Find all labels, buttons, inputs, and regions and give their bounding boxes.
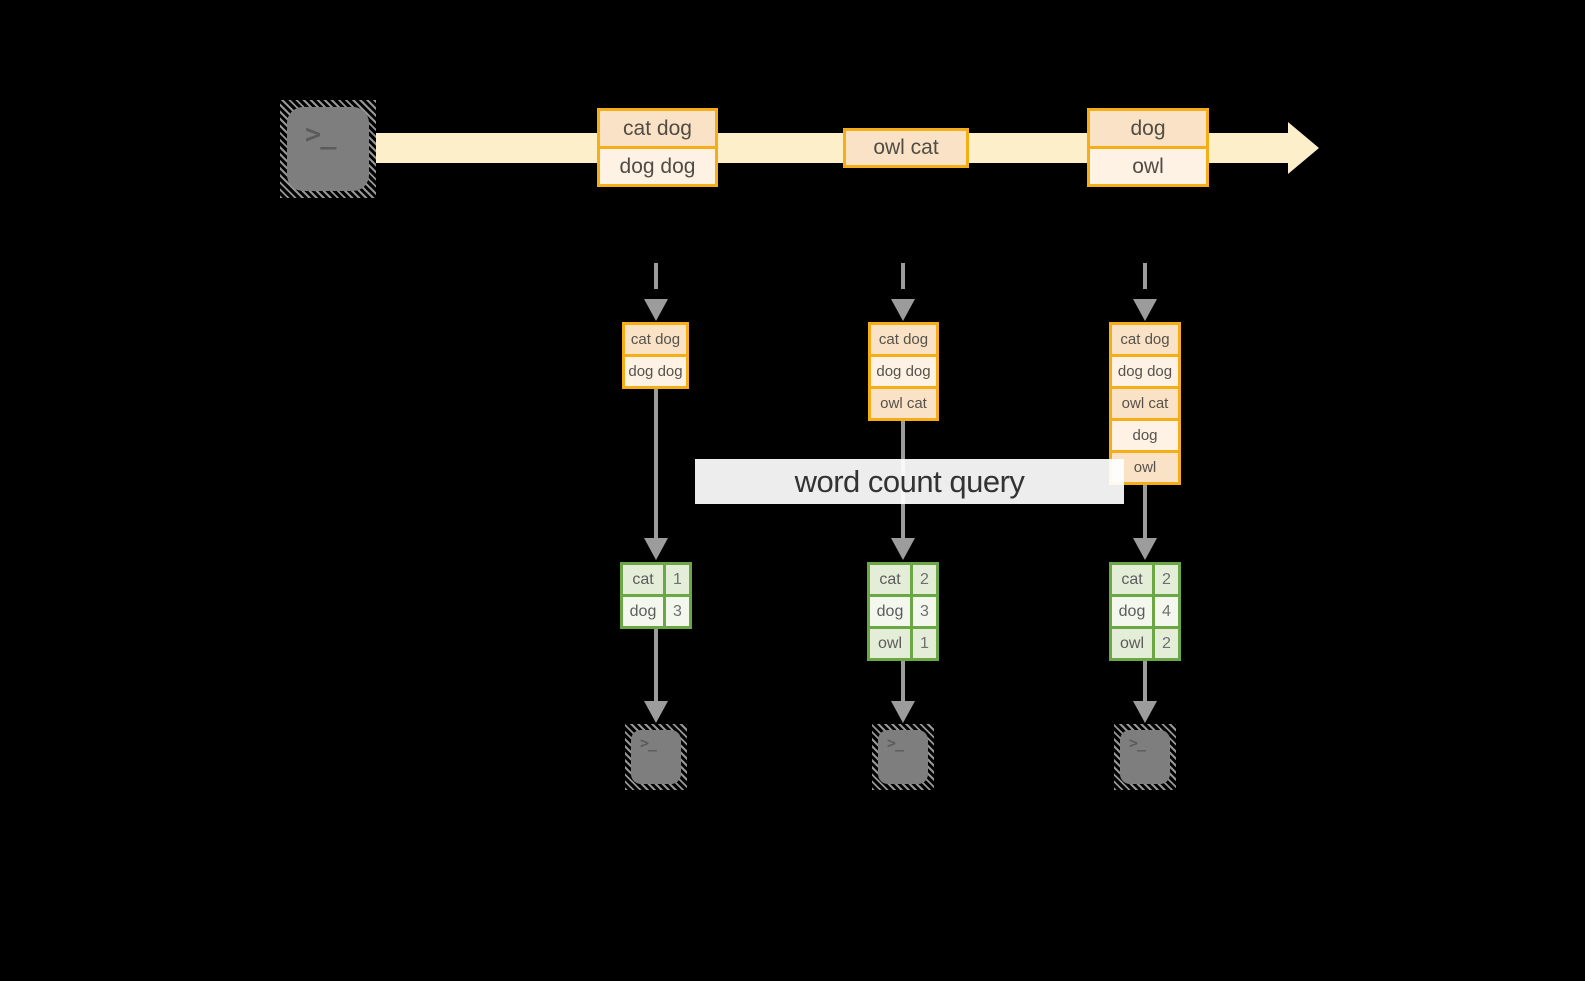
table-word-cell: owl — [870, 629, 910, 658]
table-word-cell: cat — [623, 565, 663, 594]
dashed-arrow-head — [891, 299, 915, 321]
batch-line: owl — [1090, 149, 1206, 184]
stack-line: dog — [1112, 421, 1178, 450]
terminal-icon: >_ — [625, 724, 687, 790]
table-count-cell: 2 — [913, 565, 936, 594]
flow-arrow-head — [891, 538, 915, 560]
word-count-table: cat 2 dog 4 owl 2 — [1109, 562, 1181, 661]
query-label: word count query — [695, 459, 1124, 504]
flow-line — [1143, 485, 1147, 538]
stream-batch: dog owl — [1087, 108, 1209, 187]
terminal-prompt-glyph: >_ — [1129, 734, 1146, 752]
flow-arrow-head — [1133, 701, 1157, 723]
table-word-cell: dog — [870, 597, 910, 626]
table-count-cell: 1 — [913, 629, 936, 658]
flow-line — [654, 389, 658, 538]
batch-line: owl cat — [846, 131, 966, 165]
batch-line: dog — [1090, 111, 1206, 146]
table-count-cell: 2 — [1155, 629, 1178, 658]
dashed-arrow — [654, 263, 658, 289]
table-word-cell: dog — [623, 597, 663, 626]
terminal-body: >_ — [1120, 730, 1170, 784]
table-word-cell: owl — [1112, 629, 1152, 658]
stack-line: dog dog — [871, 357, 936, 386]
terminal-body: >_ — [631, 730, 681, 784]
dashed-arrow-head — [644, 299, 668, 321]
table-count-cell: 3 — [666, 597, 689, 626]
dashed-arrow — [901, 263, 905, 289]
word-count-table: cat 2 dog 3 owl 1 — [867, 562, 939, 661]
stream-batch: owl cat — [843, 128, 969, 168]
stack-line: dog dog — [1112, 357, 1178, 386]
terminal-icon: >_ — [280, 100, 376, 198]
batch-line: dog dog — [600, 149, 715, 184]
stack-line: owl cat — [1112, 389, 1178, 418]
flow-line — [1143, 661, 1147, 701]
table-word-cell: cat — [870, 565, 910, 594]
table-count-cell: 2 — [1155, 565, 1178, 594]
terminal-icon: >_ — [1114, 724, 1176, 790]
flow-line — [901, 661, 905, 701]
dashed-arrow — [1143, 263, 1147, 289]
batch-line: cat dog — [600, 111, 715, 146]
flow-line — [654, 629, 658, 701]
stream-arrow-head — [1288, 122, 1319, 174]
table-word-cell: cat — [1112, 565, 1152, 594]
terminal-prompt-glyph: >_ — [305, 119, 337, 150]
micro-batch-stack: cat dog dog dog — [622, 322, 689, 389]
micro-batch-stack: cat dog dog dog owl cat — [868, 322, 939, 421]
stack-line: cat dog — [871, 325, 936, 354]
flow-arrow-head — [891, 701, 915, 723]
flow-arrow-head — [644, 701, 668, 723]
table-count-cell: 1 — [666, 565, 689, 594]
stack-line: cat dog — [1112, 325, 1178, 354]
table-count-cell: 3 — [913, 597, 936, 626]
table-count-cell: 4 — [1155, 597, 1178, 626]
stack-line: cat dog — [625, 325, 686, 354]
stack-line: owl cat — [871, 389, 936, 418]
terminal-body: >_ — [287, 107, 369, 191]
flow-arrow-head — [644, 538, 668, 560]
stream-batch: cat dog dog dog — [597, 108, 718, 187]
word-count-table: cat 1 dog 3 — [620, 562, 692, 629]
terminal-icon: >_ — [872, 724, 934, 790]
terminal-prompt-glyph: >_ — [887, 734, 904, 752]
terminal-prompt-glyph: >_ — [640, 734, 657, 752]
dashed-arrow-head — [1133, 299, 1157, 321]
stack-line: dog dog — [625, 357, 686, 386]
micro-batch-stack: cat dog dog dog owl cat dog owl — [1109, 322, 1181, 485]
terminal-body: >_ — [878, 730, 928, 784]
table-word-cell: dog — [1112, 597, 1152, 626]
flow-arrow-head — [1133, 538, 1157, 560]
